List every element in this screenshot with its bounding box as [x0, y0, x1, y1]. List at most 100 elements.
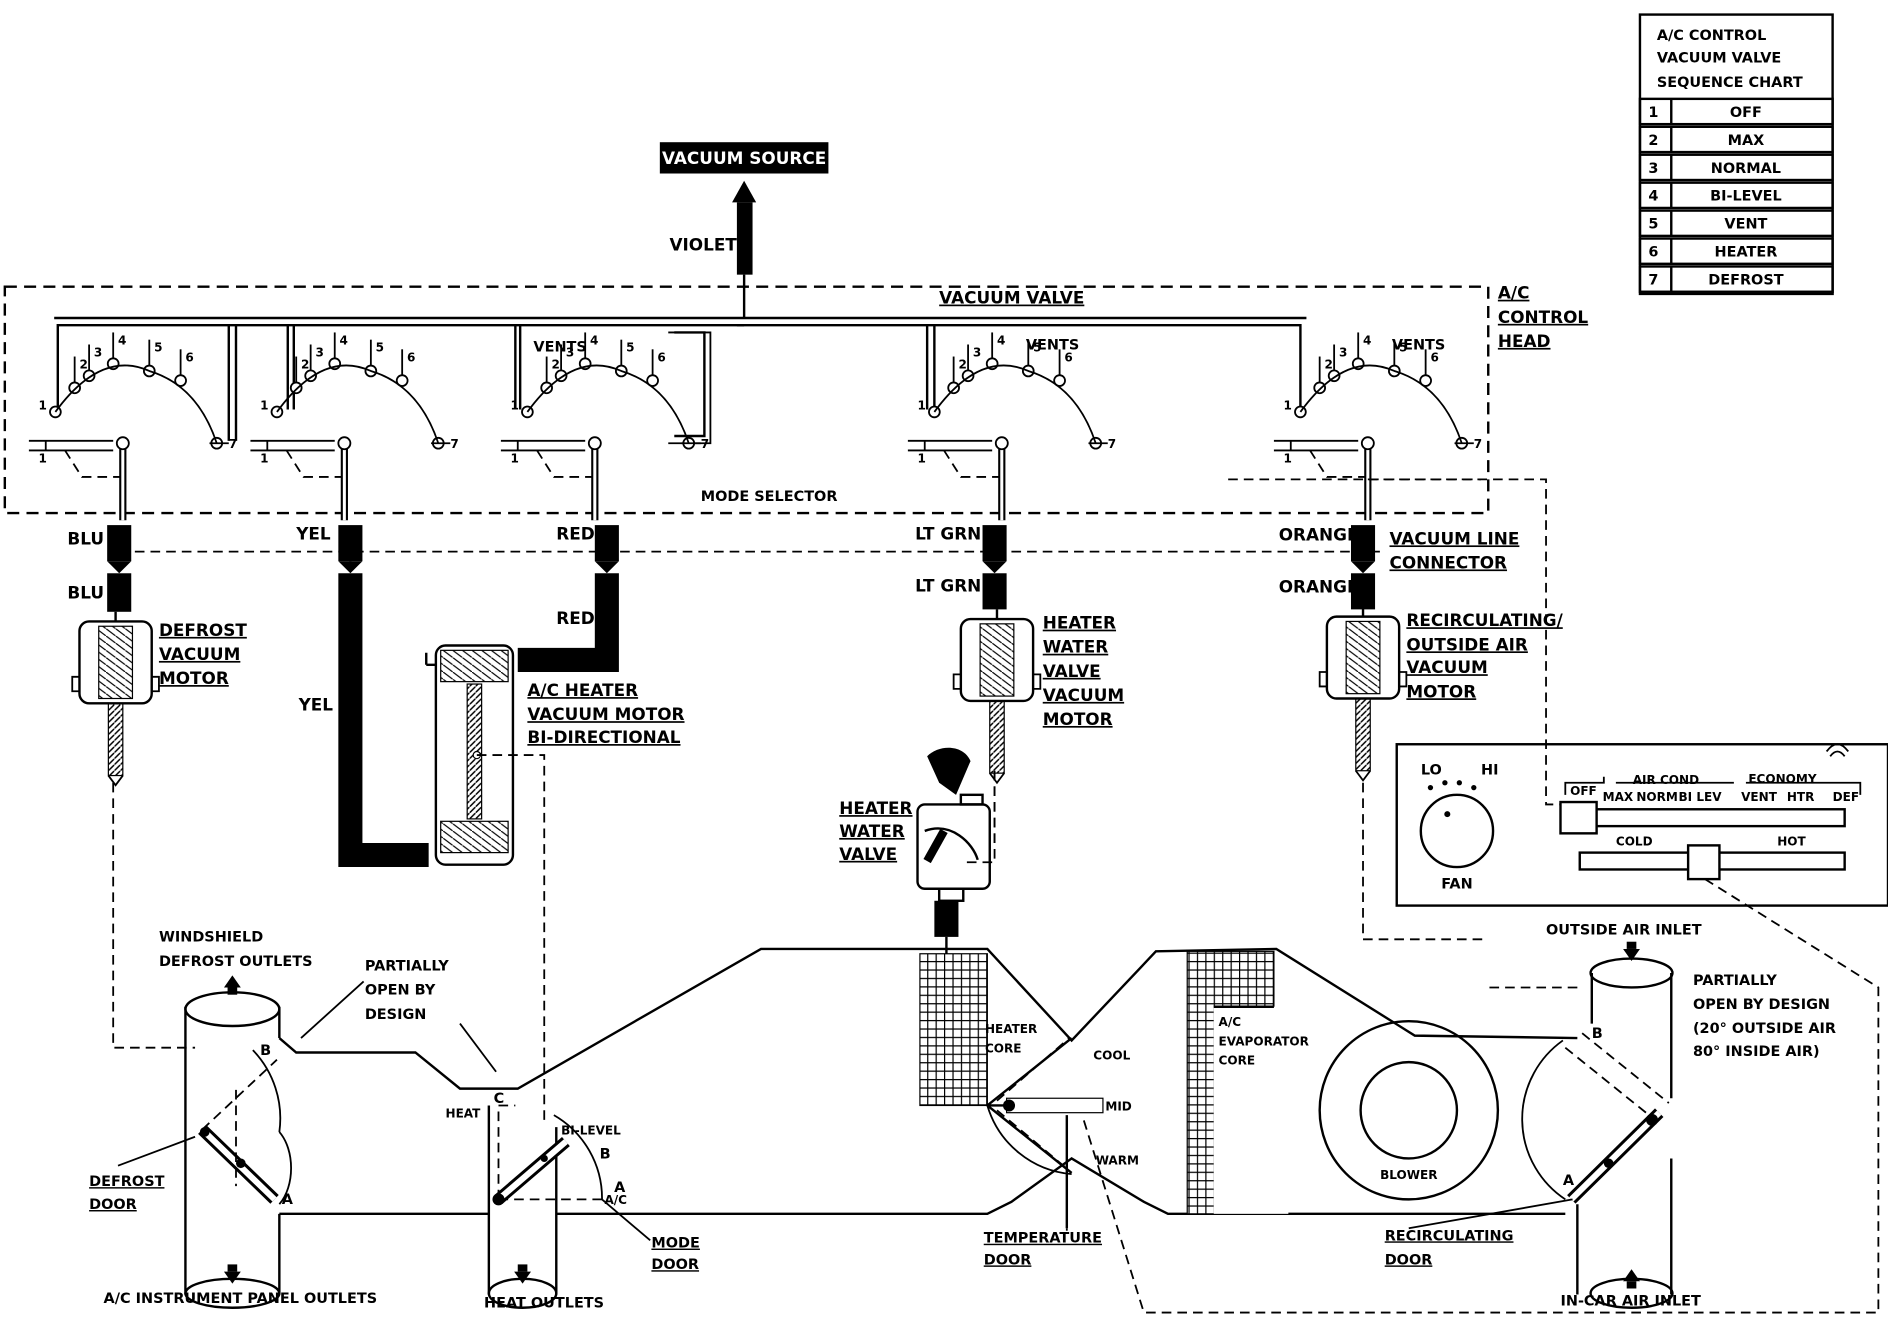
svg-text:DOOR: DOOR	[651, 1257, 699, 1273]
port-number: 7	[1108, 437, 1116, 451]
svg-text:WINDSHIELD: WINDSHIELD	[159, 930, 263, 946]
svg-text:HOT: HOT	[1777, 834, 1806, 848]
arrow-up-icon	[732, 180, 757, 203]
svg-text:VALVE: VALVE	[839, 844, 897, 864]
svg-text:OPEN BY DESIGN: OPEN BY DESIGN	[1693, 997, 1830, 1013]
sequence-mode: MAX	[1728, 133, 1765, 149]
svg-text:NORM: NORM	[1636, 790, 1678, 804]
port-number: 2	[958, 358, 966, 372]
svg-text:A/C INSTRUMENT PANEL OUTLETS: A/C INSTRUMENT PANEL OUTLETS	[104, 1291, 378, 1307]
port-number: 6	[1064, 350, 1072, 364]
violet-label: VIOLET	[669, 235, 737, 255]
svg-text:80° INSIDE AIR): 80° INSIDE AIR)	[1693, 1044, 1820, 1060]
svg-text:DEFROST: DEFROST	[89, 1174, 164, 1190]
svg-text:AIR COND: AIR COND	[1633, 773, 1699, 787]
svg-text:VACUUM: VACUUM	[1406, 657, 1487, 677]
mode-slider-handle[interactable]	[1559, 800, 1598, 835]
svg-text:A: A	[282, 1192, 294, 1208]
port-number: 1	[511, 451, 519, 465]
svg-text:WATER: WATER	[839, 821, 905, 841]
port-number: 4	[118, 333, 126, 347]
port-number: 3	[315, 346, 323, 360]
port-number: 7	[229, 437, 237, 451]
svg-text:DOOR: DOOR	[1385, 1252, 1433, 1268]
svg-text:WATER: WATER	[1043, 637, 1109, 657]
svg-text:SEQUENCE CHART: SEQUENCE CHART	[1657, 75, 1803, 91]
heater-water-valve: HEATER WATER VALVE	[839, 747, 996, 954]
svg-text:HEATER: HEATER	[1043, 613, 1116, 633]
sequence-number: 6	[1648, 245, 1658, 261]
fan-knob[interactable]	[1419, 793, 1495, 869]
orange-label-top: ORANGE	[1279, 525, 1359, 545]
svg-text:DEFROST: DEFROST	[159, 620, 247, 640]
svg-text:A/C: A/C	[604, 1193, 627, 1207]
svg-text:(20° OUTSIDE AIR: (20° OUTSIDE AIR	[1693, 1021, 1836, 1037]
svg-text:PARTIALLY: PARTIALLY	[1693, 973, 1777, 989]
svg-text:OUTSIDE AIR: OUTSIDE AIR	[1406, 634, 1528, 654]
sequence-number: 4	[1648, 189, 1658, 205]
vacuum-line-label: VACUUM LINE	[1390, 528, 1520, 548]
port-number: 4	[997, 333, 1005, 347]
svg-text:MOTOR: MOTOR	[1406, 681, 1476, 701]
port-number: 1	[918, 399, 926, 413]
sequence-number: 5	[1648, 217, 1658, 233]
blu-label-top: BLU	[67, 528, 104, 548]
sequence-number: 3	[1648, 161, 1658, 177]
port-number: 1	[260, 451, 268, 465]
yel-label-top: YEL	[295, 524, 331, 544]
port-number: 5	[1399, 341, 1407, 355]
svg-text:A: A	[1563, 1173, 1575, 1189]
sequence-mode: DEFROST	[1708, 273, 1783, 289]
svg-text:HEAT OUTLETS: HEAT OUTLETS	[484, 1296, 604, 1312]
svg-text:RECIRCULATING/: RECIRCULATING/	[1406, 610, 1563, 630]
vents-label-1: VENTS	[533, 340, 586, 356]
svg-text:OPEN BY: OPEN BY	[365, 983, 436, 999]
port-number: 2	[551, 358, 559, 372]
port-number: 4	[340, 333, 348, 347]
svg-text:BI-DIRECTIONAL: BI-DIRECTIONAL	[527, 727, 680, 747]
ac-heater-bidirectional-motor	[425, 644, 515, 866]
svg-text:DOOR: DOOR	[89, 1197, 137, 1213]
svg-text:HEATER: HEATER	[839, 798, 912, 818]
svg-text:BI-LEVEL: BI-LEVEL	[561, 1123, 621, 1137]
svg-text:DEFROST OUTLETS: DEFROST OUTLETS	[159, 954, 313, 970]
port-number: 1	[39, 451, 47, 465]
svg-text:RECIRCULATING: RECIRCULATING	[1385, 1228, 1514, 1244]
port-number: 1	[1284, 451, 1292, 465]
sequence-number: 1	[1648, 105, 1658, 121]
svg-text:VACUUM: VACUUM	[159, 644, 240, 664]
port-number: 5	[376, 341, 384, 355]
temp-slider-handle[interactable]	[1686, 844, 1721, 881]
defrost-icon	[1825, 743, 1849, 757]
port-number: 6	[185, 350, 193, 364]
svg-text:B: B	[1592, 1026, 1603, 1042]
svg-text:DOOR: DOOR	[984, 1252, 1032, 1268]
port-number: 2	[1324, 358, 1332, 372]
port-number: 6	[1430, 350, 1438, 364]
port-number: 3	[973, 346, 981, 360]
mode-slider-track[interactable]	[1571, 808, 1846, 828]
svg-text:DESIGN: DESIGN	[365, 1007, 427, 1023]
heater-water-valve-vacuum-motor	[952, 609, 1042, 785]
duct-labels: WINDSHIELD DEFROST OUTLETS PARTIALLY OPE…	[89, 922, 1836, 1311]
port-number: 6	[407, 350, 415, 364]
control-panel: LO HI FAN OFF AIR COND ECONOMY MAX NORM …	[1395, 743, 1888, 907]
defrost-vacuum-motor	[71, 611, 160, 787]
port-number: 4	[1363, 333, 1371, 347]
svg-text:OFF: OFF	[1570, 784, 1597, 798]
arrow-up-icon	[1623, 1269, 1640, 1282]
svg-text:VENT: VENT	[1741, 790, 1778, 804]
port-number: 3	[1339, 346, 1347, 360]
port-number: 2	[301, 358, 309, 372]
port-number: 7	[701, 437, 709, 451]
vents-label-3: VENTS	[1392, 337, 1445, 353]
port-number: 1	[1284, 399, 1292, 413]
svg-text:MID: MID	[1105, 1099, 1131, 1113]
